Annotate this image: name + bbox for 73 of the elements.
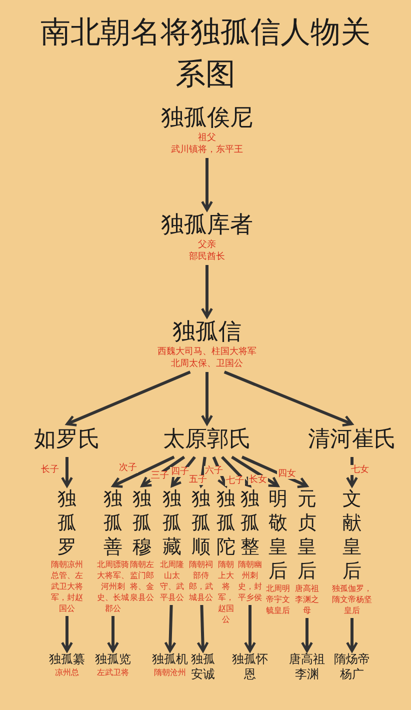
note-text: 凉州总 [54, 667, 80, 678]
note-text: 隋朝凉州总管、左武卫大将军，封赵国公 [50, 559, 84, 614]
arrow [346, 618, 358, 652]
edge-label: 次子 [118, 463, 138, 473]
arrow [66, 370, 191, 426]
person-name: 独孤善 [102, 487, 124, 559]
note-text: 隋朝上大将军，赵国公 [217, 559, 235, 625]
note-text: 隋朝祠部侍郎，武城县公 [188, 559, 214, 603]
arrow [231, 456, 280, 488]
arrow [201, 372, 213, 426]
note-text: 部民酋长 [188, 251, 226, 263]
arrow [220, 456, 252, 488]
person-name: 独孤穆 [132, 487, 152, 559]
person-name: 独孤览 [94, 652, 132, 667]
edge-label: 七子 [225, 476, 245, 486]
note-text: 隋朝沧州 [153, 667, 187, 678]
arrow [140, 456, 186, 488]
arrow [301, 618, 313, 652]
person-name: 唐高祖李渊 [288, 652, 326, 682]
edge-label: 四子 [170, 467, 190, 477]
arrow [201, 158, 213, 212]
person-name: 隋炀帝杨广 [333, 652, 371, 682]
person-name: 独孤库者 [160, 211, 254, 239]
edge-label: 四女 [277, 469, 297, 479]
person-name: 独孤顺 [190, 487, 212, 559]
note-text: 唐高祖李渊之母 [294, 583, 320, 616]
arrow [241, 456, 308, 488]
person-name: 如罗氏 [33, 426, 101, 454]
arrow [112, 456, 175, 488]
arrow [201, 265, 213, 318]
note-text: 独孤伽罗，隋文帝杨坚皇后 [332, 583, 372, 616]
arrow [61, 457, 73, 488]
arrow [61, 616, 73, 652]
note-text: 左武卫将 [96, 667, 130, 678]
person-name: 文献皇后 [342, 487, 362, 583]
arrow [107, 616, 119, 652]
person-name: 独孤藏 [162, 487, 182, 559]
note-text: 武川镇将，东平王 [170, 144, 244, 156]
note-text: 父亲 [197, 239, 217, 251]
note-text: 北周明帝宇文毓皇后 [265, 583, 291, 616]
person-name: 独孤机 [151, 652, 189, 667]
arrow [196, 604, 209, 652]
person-name: 独孤整 [240, 487, 260, 559]
arrow [346, 457, 358, 488]
edge-label: 六子 [204, 466, 224, 476]
person-name: 独孤信 [172, 318, 242, 346]
person-name: 独孤陀 [216, 487, 236, 559]
person-name: 明敬皇后 [268, 487, 288, 583]
edge-label: 三子 [150, 471, 170, 481]
note-text: 北周骠骑大将军、河州刺史、长城郡公 [96, 559, 130, 614]
note-text: 祖父 [197, 132, 217, 144]
arrow [224, 370, 354, 426]
note-text: 隋朝左监门郎将、金泉县公 [129, 559, 155, 603]
person-name: 太原郭氏 [162, 426, 252, 454]
person-name: 独孤纂 [48, 652, 86, 667]
person-name: 独孤怀恩 [231, 652, 269, 682]
person-name: 独孤罗 [56, 487, 78, 559]
note-text: 北周太保、卫国公 [170, 358, 244, 370]
arrow [212, 456, 228, 488]
edge-label: 长女 [248, 475, 268, 485]
arrow [244, 605, 256, 652]
edge-label: 七女 [350, 465, 370, 475]
edge-label: 长子 [40, 465, 60, 475]
person-name: 元贞皇后 [296, 487, 318, 583]
person-name: 独孤安诚 [190, 652, 216, 682]
note-text: 北周隆山太守、武平县公 [159, 559, 185, 603]
person-name: 独孤俟尼 [160, 104, 254, 132]
arrow [164, 604, 176, 652]
note-text: 西魏大司马、柱国大将军 [156, 346, 258, 358]
title: 南北朝名将独孤信人物关系图 [40, 14, 371, 94]
note-text: 隋朝幽州刺史，封平乡侯 [237, 559, 263, 603]
person-name: 清河崔氏 [307, 426, 397, 454]
arrow [170, 456, 196, 488]
